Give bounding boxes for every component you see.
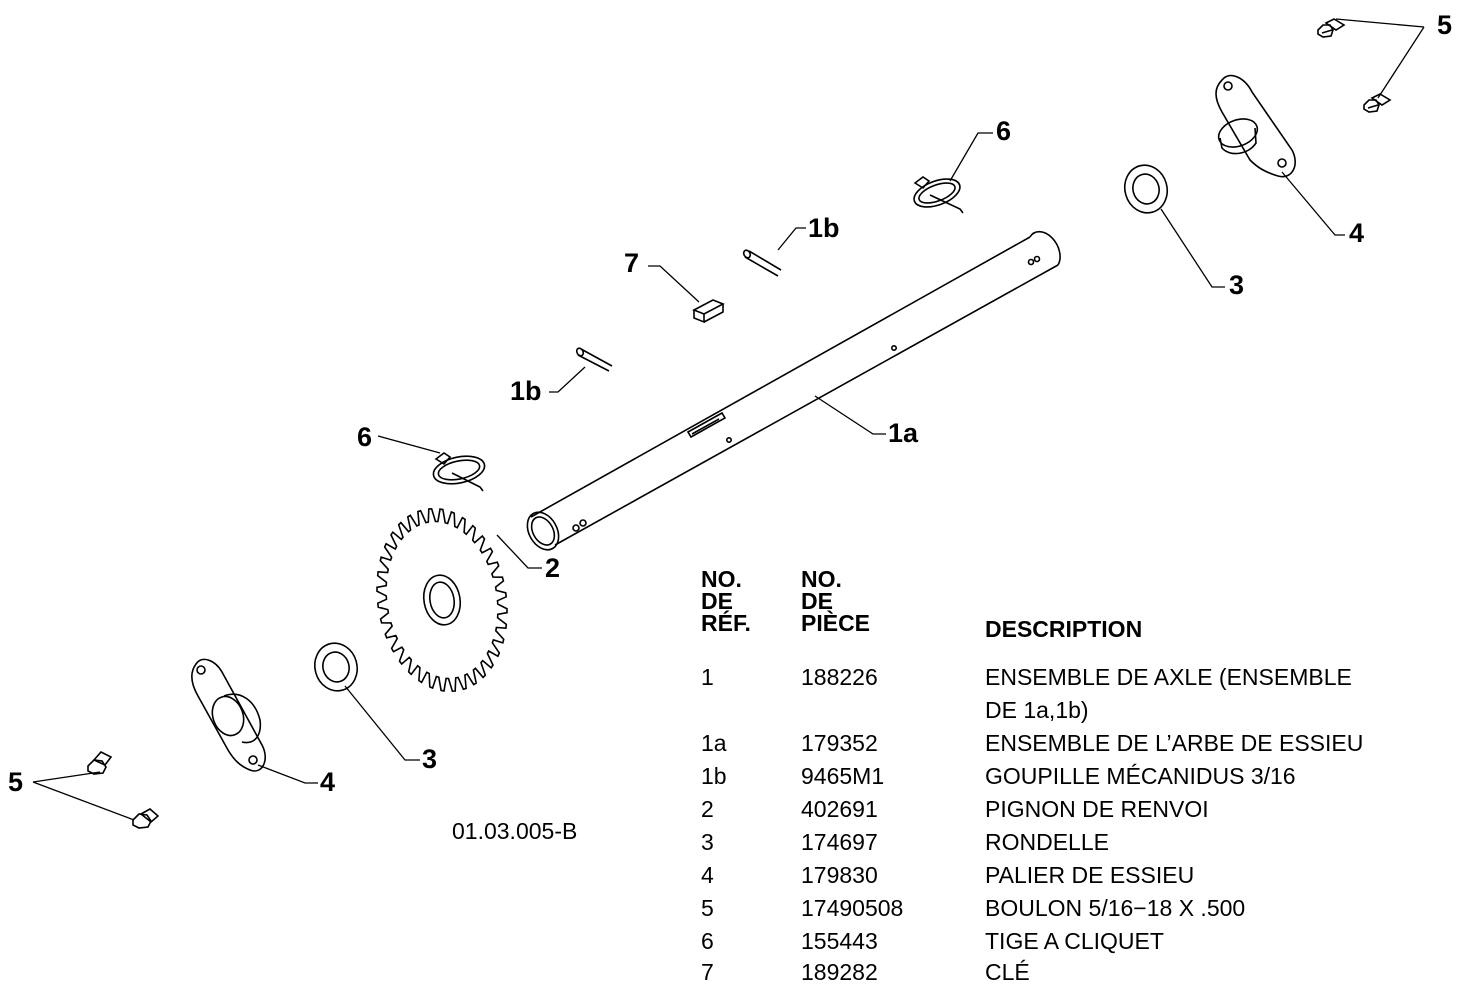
header-ref-line: RÉF. bbox=[701, 610, 751, 636]
callout-2: 2 bbox=[545, 553, 561, 583]
callout-4-bottom: 4 bbox=[320, 767, 336, 797]
roll-pin-upper bbox=[742, 249, 782, 277]
callout-4-top: 4 bbox=[1349, 218, 1365, 248]
cell-part: 189282 bbox=[801, 959, 878, 985]
cell-description: GOUPILLE MÉCANIDUS 3/16 bbox=[985, 763, 1296, 789]
header-ref: NO. DE RÉF. bbox=[701, 566, 751, 636]
cell-ref: 2 bbox=[701, 796, 714, 822]
callout-1a: 1a bbox=[888, 418, 919, 448]
cell-part: 17490508 bbox=[801, 895, 904, 921]
cell-ref: 4 bbox=[701, 862, 714, 888]
cell-part: 188226 bbox=[801, 664, 878, 690]
cell-ref: 1 bbox=[701, 664, 714, 690]
callout-1b-upper: 1b bbox=[808, 213, 840, 243]
cell-description: RONDELLE bbox=[985, 829, 1109, 855]
header-part-line: DE bbox=[801, 588, 833, 614]
cell-part: 179352 bbox=[801, 730, 878, 756]
bolt-top-upper bbox=[1317, 18, 1346, 38]
sprocket-hub bbox=[422, 574, 462, 626]
cell-ref: 3 bbox=[701, 829, 714, 855]
cell-part: 402691 bbox=[801, 796, 878, 822]
bolt-bottom-upper bbox=[87, 751, 113, 775]
cell-description-continued: DE 1a,1b) bbox=[985, 697, 1089, 723]
cell-part: 155443 bbox=[801, 928, 878, 954]
callout-6-left: 6 bbox=[357, 422, 373, 452]
cell-description: TIGE A CLIQUET bbox=[985, 928, 1164, 954]
key-part bbox=[692, 299, 725, 324]
cell-part: 9465M1 bbox=[801, 763, 885, 789]
callout-7: 7 bbox=[624, 248, 640, 278]
callout-3-top: 3 bbox=[1229, 270, 1245, 300]
cell-description: PIGNON DE RENVOI bbox=[985, 796, 1209, 822]
cell-description: BOULON 5/16−18 X .500 bbox=[985, 895, 1246, 921]
callout-1b-lower: 1b bbox=[510, 376, 542, 406]
drawing-number: 01.03.005-B bbox=[452, 818, 578, 844]
callout-5-top: 5 bbox=[1437, 10, 1453, 40]
cell-part: 174697 bbox=[801, 829, 878, 855]
callout-3-bottom: 3 bbox=[422, 744, 438, 774]
bolt-top-lower bbox=[1363, 93, 1392, 113]
header-ref-line: DE bbox=[701, 588, 733, 614]
sprocket bbox=[376, 507, 508, 693]
header-ref-line: NO. bbox=[701, 566, 742, 592]
cell-ref: 5 bbox=[701, 895, 714, 921]
cell-ref: 1a bbox=[701, 730, 727, 756]
axle-shaft bbox=[526, 230, 1061, 551]
cell-description: ENSEMBLE DE AXLE (ENSEMBLE bbox=[985, 664, 1352, 690]
leader-lines bbox=[32, 18, 1425, 821]
bearing-top bbox=[1215, 74, 1296, 178]
cell-description: PALIER DE ESSIEU bbox=[985, 862, 1195, 888]
bearing-bottom bbox=[190, 658, 266, 772]
callout-6-top: 6 bbox=[996, 116, 1012, 146]
header-part-line: PIÈCE bbox=[801, 610, 871, 636]
header-part-line: NO. bbox=[801, 566, 842, 592]
cell-part: 179830 bbox=[801, 862, 878, 888]
cell-description: ENSEMBLE DE L’ARBE DE ESSIEU bbox=[985, 730, 1364, 756]
callout-5-bottom: 5 bbox=[8, 767, 24, 797]
cell-ref: 6 bbox=[701, 928, 714, 954]
washer-bottom bbox=[313, 642, 359, 692]
header-part: NO. DE PIÈCE bbox=[801, 566, 871, 636]
header-description: DESCRIPTION bbox=[985, 616, 1143, 642]
roll-pin-lower bbox=[575, 347, 613, 372]
lynch-pin-top bbox=[913, 176, 964, 214]
lynch-pin-left bbox=[432, 452, 486, 492]
cell-ref: 1b bbox=[701, 763, 727, 789]
cell-description: CLÉ bbox=[985, 959, 1030, 985]
washer-top bbox=[1123, 164, 1169, 214]
cell-ref: 7 bbox=[701, 959, 714, 985]
bolt-bottom-lower bbox=[132, 808, 160, 829]
